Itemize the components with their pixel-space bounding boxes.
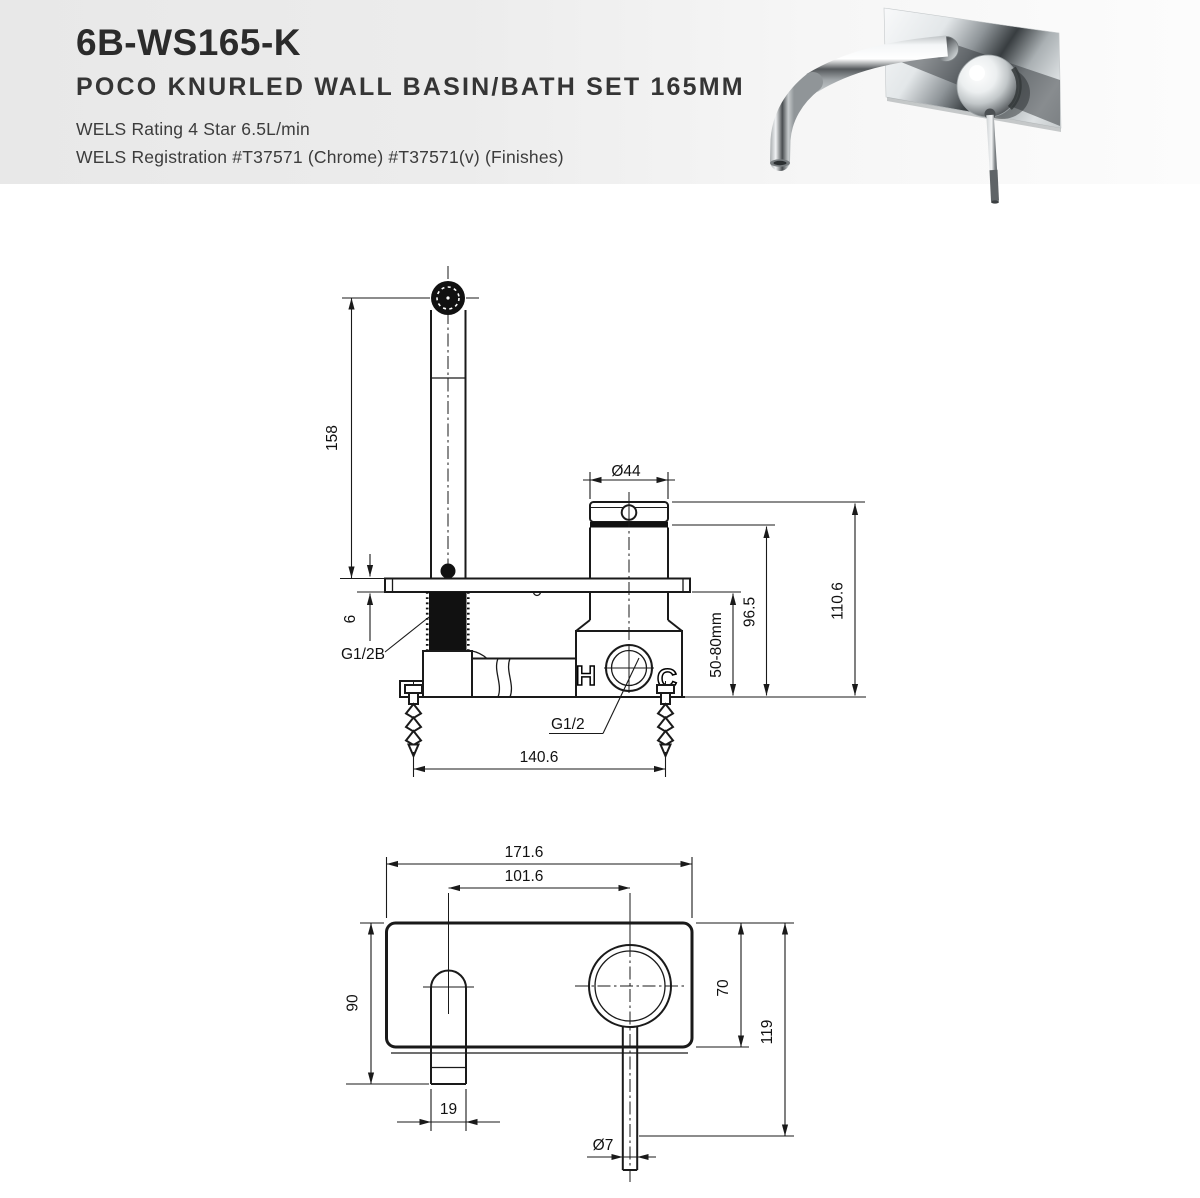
dim-wall-depth-range: 50-80mm: [708, 612, 725, 677]
dim-plate-offset-group: 6: [342, 554, 384, 641]
label-spout-thread-group: G1/2B: [341, 616, 430, 663]
photo-knob-highlight: [969, 65, 985, 81]
label-spout-thread: G1/2B: [341, 646, 385, 663]
dim-handle-drop-group: 119: [639, 923, 794, 1137]
label-inlet-thread-group: G1/2: [549, 657, 640, 735]
dim-lever-diameter-group: Ø7: [587, 1137, 656, 1161]
spout-set-dot: [440, 563, 456, 579]
dim-cartridge-diameter: Ø44: [611, 463, 641, 480]
wall-anchor-right: [656, 681, 675, 762]
dim-lever-diameter: Ø7: [593, 1137, 614, 1154]
handle-front: [575, 893, 685, 1184]
photo-knob-crescent: [1007, 66, 1022, 110]
photo-lever-knurl: [989, 169, 999, 202]
dim-wall-depths-group: 50-80mm 96.5 110.6: [672, 501, 866, 698]
wels-rating: WELS Rating 4 Star 6.5L/min: [76, 119, 310, 139]
dim-spout-drop-group: 90: [345, 922, 429, 1085]
wall-anchor-left: [404, 681, 423, 762]
photo-lever-tip: [991, 200, 999, 204]
dim-spout-drop: 90: [345, 994, 362, 1012]
photo-spout-horizontal: [806, 35, 948, 93]
dim-spout-to-handle-centres: 101.6: [505, 868, 544, 885]
faucet-photo-group: [770, 7, 1062, 204]
spout-thread: [425, 592, 470, 652]
dim-spout-height-group: 158: [324, 298, 384, 580]
dim-plate-width-group: 171.6: [385, 844, 693, 918]
photo-spout-drop: [770, 72, 823, 171]
photo-spout-opening: [773, 160, 787, 166]
dim-depth-to-cartridge: 96.5: [742, 597, 759, 627]
dim-cartridge-diameter-group: Ø44: [583, 463, 675, 499]
wels-registration: WELS Registration #T37571 (Chrome) #T375…: [76, 147, 564, 167]
header-text-block: 6B-WS165-K POCO KNURLED WALL BASIN/BATH …: [76, 22, 745, 175]
dim-spout-height: 158: [324, 425, 341, 451]
dim-handle-drop: 119: [759, 1020, 776, 1045]
photo-lever-pin: [986, 114, 998, 173]
dim-plate-height-group: 70: [696, 922, 794, 1048]
dim-fixing-centres: 140.6: [520, 749, 559, 766]
dim-overall-depth: 110.6: [830, 582, 847, 620]
front-view-drawing: 171.6 101.6 90 19: [345, 844, 794, 1184]
wall-plate-side: [384, 577, 691, 597]
cartridge-side: H C: [575, 492, 683, 698]
dim-plate-offset: 6: [342, 615, 359, 624]
spout-side: [342, 266, 479, 664]
dim-spout-diameter-group: 19: [397, 1089, 500, 1131]
product-code-title: 6B-WS165-K: [76, 22, 301, 63]
product-name: POCO KNURLED WALL BASIN/BATH SET 165MM: [76, 73, 745, 101]
spout-front: [423, 893, 474, 1085]
side-view-drawing: H C: [324, 266, 866, 777]
dim-plate-width: 171.6: [505, 844, 544, 861]
hot-label: H: [576, 660, 596, 691]
dim-centres-group: 101.6: [448, 868, 630, 892]
photo-plate-edge-shadow: [887, 97, 1061, 132]
product-photo: [770, 7, 1062, 204]
dim-plate-height: 70: [715, 979, 732, 997]
dim-fixing-centres-group: 140.6: [412, 749, 667, 777]
label-inlet-thread: G1/2: [551, 716, 585, 733]
dim-spout-diameter: 19: [440, 1101, 457, 1118]
